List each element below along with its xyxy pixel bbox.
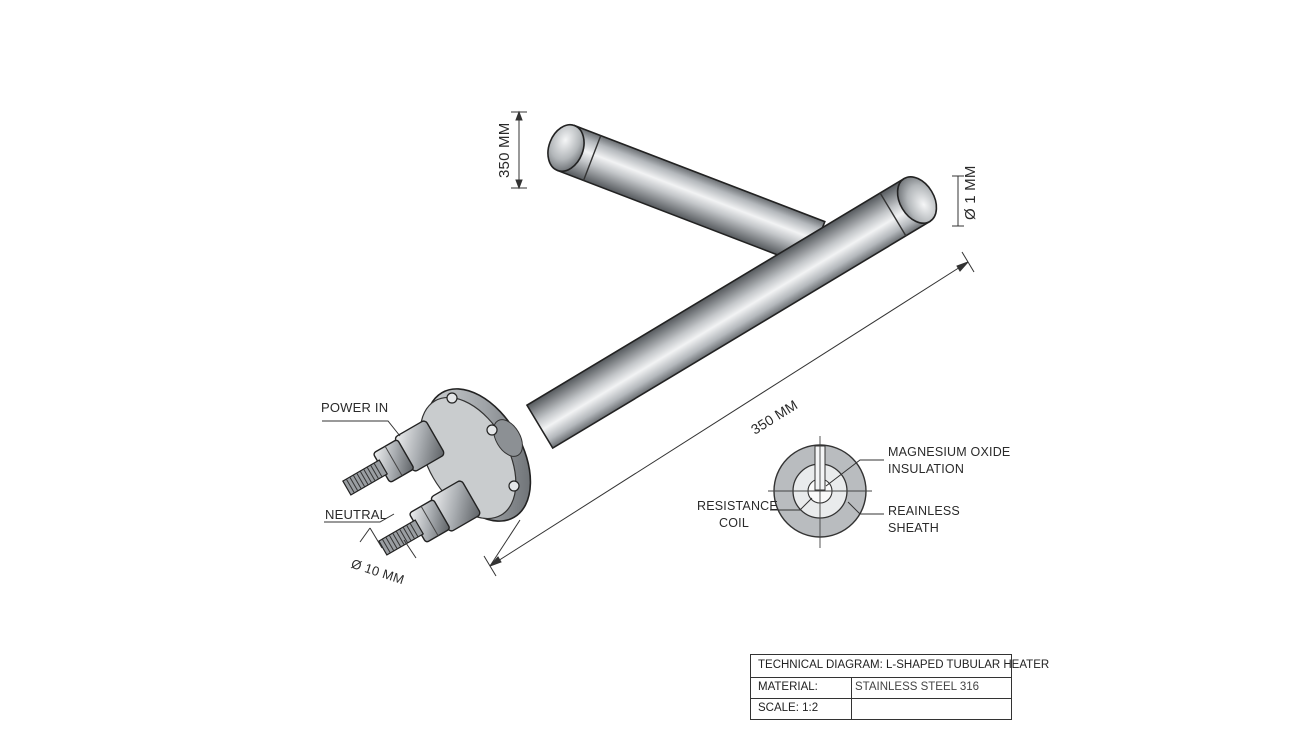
dimension-horizontal-leg [483, 251, 975, 577]
terminal-power-in [342, 420, 445, 496]
label-vertical-leg: 350 MM [496, 122, 513, 178]
title-block-scale: SCALE: 1:2 [758, 702, 819, 714]
flange-screw-bottom [508, 480, 520, 492]
dimension-vertical-leg [511, 110, 527, 190]
label-neutral: NEUTRAL [325, 507, 388, 522]
label-tube-diameter: Ø 1 MM [962, 165, 979, 220]
label-insulation-2: INSULATION [888, 462, 965, 476]
label-power-in: POWER IN [321, 400, 389, 415]
title-block-divider [851, 678, 852, 720]
cross-section [768, 436, 884, 548]
label-coil-1: RESISTANCE [697, 499, 778, 513]
title-block-material-row: MATERIAL: STAINLESS STEEL 316 [751, 678, 1011, 699]
title-block: TECHNICAL DIAGRAM: L-SHAPED TUBULAR HEAT… [750, 654, 1049, 720]
label-coil-2: COIL [719, 516, 749, 530]
label-sheath-1: REAINLESS [888, 504, 960, 518]
label-sheath-2: SHEATH [888, 521, 939, 535]
label-insulation-1: MAGNESIUM OXIDE [888, 445, 1011, 459]
dimension-terminal-diameter [359, 527, 417, 559]
leader-power-in [322, 420, 401, 437]
leader-neutral [324, 513, 395, 523]
flange-screw-top [446, 392, 458, 404]
flange-screw-right [486, 424, 498, 436]
title-block-material-value: STAINLESS STEEL 316 [855, 681, 980, 693]
terminal-neutral [378, 480, 481, 556]
dimension-tube-diameter [952, 175, 964, 227]
title-block-title: TECHNICAL DIAGRAM: L-SHAPED TUBULAR HEAT… [758, 659, 1050, 671]
title-block-scale-row: SCALE: 1:2 [751, 699, 1011, 719]
back-tube [547, 123, 826, 268]
main-tube [525, 176, 938, 450]
title-block-material-label: MATERIAL: [758, 681, 818, 693]
title-block-title-row: TECHNICAL DIAGRAM: L-SHAPED TUBULAR HEAT… [751, 655, 1049, 678]
